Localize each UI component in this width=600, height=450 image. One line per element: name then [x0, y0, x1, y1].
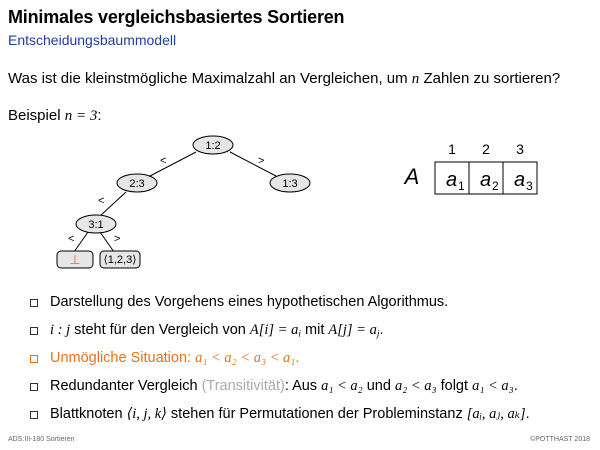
bullet-3-t2: . [295, 350, 300, 366]
edge-leftleft-bottomleft [73, 231, 89, 253]
array-cell-2 [468, 161, 504, 195]
bullet-item-1: Darstellung des Vorgehens eines hypothet… [28, 291, 593, 319]
array-cell-1-base: a [446, 169, 457, 191]
bullet-4-t1: Redundanter Vergleich [50, 378, 202, 394]
node-leftleft-label: 3:1 [88, 219, 103, 231]
decision-tree: < > < < > 1:2 2:3 1:3 3:1 ⊥ ⟨1,2,3⟩ 1 2 … [56, 135, 538, 269]
array-cell-1 [434, 161, 470, 195]
bullet-4-gray: (Transitivität) [201, 378, 285, 394]
bullet-2-m2: A[i] = a [249, 322, 299, 338]
example-word: Beispiel [8, 107, 65, 124]
node-left [116, 173, 158, 193]
bullet-item-2: i : j steht für den Vergleich von A[i] =… [28, 319, 593, 347]
node-root [192, 135, 234, 155]
bullet-item-5: Blattknoten ⟨i, j, k⟩ stehen für Permuta… [28, 403, 593, 431]
node-right [269, 173, 311, 193]
array-cell-3-base: a [514, 169, 525, 191]
array-index-3: 3 [516, 141, 524, 157]
node-leftleft [75, 214, 117, 234]
edge-label-greater-1: > [258, 155, 264, 167]
edge-root-right [229, 151, 277, 177]
leaf-impossible [56, 250, 94, 269]
array-cell-2-base: a [480, 169, 491, 191]
edge-leftleft-bottomright [99, 231, 115, 253]
example-math: n = 3 [64, 108, 98, 124]
bullet-4-t4: folgt [436, 378, 473, 394]
array-index-2: 2 [482, 141, 490, 157]
edge-label-less-1: < [160, 155, 166, 167]
bullet-2-m1: i : j [50, 322, 71, 338]
bullet-4-t5: . [513, 378, 518, 394]
array-cell-2-sub: 2 [492, 179, 499, 193]
bullet-2-m3: A[j] = a [328, 322, 377, 338]
bullet-5-t1: Blattknoten [50, 406, 127, 422]
bullet-1-text: Darstellung des Vorgehens eines hypothet… [50, 294, 449, 310]
edge-label-greater-3: > [114, 233, 120, 245]
array-cell-1-sub: 1 [458, 179, 465, 193]
bullet-2-m2sub: i [298, 329, 301, 340]
slide-title: Minimales vergleichsbasiertes Sortieren [8, 7, 345, 27]
question-text: Was ist die kleinstmögliche Maximalzahl … [8, 70, 560, 88]
node-right-label: 1:3 [282, 178, 297, 190]
array-index-1: 1 [448, 141, 456, 157]
bullet-3-m1: a₁ < a₂ < a₃ < a₁ [195, 350, 296, 366]
footer-left: ADS:III-180 Sortieren [8, 436, 75, 443]
question-before: Was ist die kleinstmögliche Maximalzahl … [8, 70, 412, 87]
node-left-label: 2:3 [129, 178, 144, 190]
bullet-4-t2: : Aus [284, 378, 322, 394]
bullet-3-t1: Unmögliche Situation: [50, 350, 196, 366]
bullet-4-m2: a₂ < a₃ [394, 378, 437, 394]
bullet-2-t3: . [379, 322, 384, 338]
bullet-5-m2: [aᵢ, aⱼ, aₖ] [466, 406, 526, 422]
array-cell-3 [502, 161, 538, 195]
bullet-item-3: Unmögliche Situation: a₁ < a₂ < a₃ < a₁. [28, 347, 593, 375]
edge-label-less-2: < [98, 195, 104, 207]
edge-left-leftleft [99, 191, 127, 217]
edge-root-left [149, 151, 197, 177]
example-colon: : [97, 107, 102, 124]
leaf-impossible-label: ⊥ [69, 253, 80, 268]
example-label: Beispiel n = 3: [8, 107, 102, 125]
bullet-4-t3: und [362, 378, 395, 394]
leaf-permutation-label: ⟨1,2,3⟩ [103, 254, 136, 266]
bullet-item-4: Redundanter Vergleich (Transitivität): A… [28, 375, 593, 403]
bullet-list: Darstellung des Vorgehens eines hypothet… [28, 291, 593, 431]
bullet-5-t3: . [525, 406, 530, 422]
array-label: A [403, 164, 420, 189]
bullet-5-t2: stehen für Permutationen der Probleminst… [166, 406, 467, 422]
bullet-2-m3sub: j [376, 329, 380, 340]
edge-label-less-3: < [68, 233, 74, 245]
bullet-5-m1: ⟨i, j, k⟩ [126, 406, 167, 422]
footer-right: ©POTTHAST 2018 [530, 436, 590, 443]
question-var: n [411, 71, 420, 87]
node-root-label: 1:2 [205, 140, 220, 152]
slide-subtitle: Entscheidungsbaummodell [8, 32, 177, 48]
leaf-permutation [99, 250, 141, 269]
question-after: Zahlen zu sortieren? [419, 70, 561, 87]
bullet-2-t1: steht für den Vergleich von [70, 322, 250, 338]
bullet-2-t2: mit [300, 322, 329, 338]
bullet-4-m1: a₁ < a₂ [321, 378, 363, 394]
array-cell-3-sub: 3 [526, 179, 533, 193]
bullet-4-m3: a₁ < a₃ [472, 378, 514, 394]
